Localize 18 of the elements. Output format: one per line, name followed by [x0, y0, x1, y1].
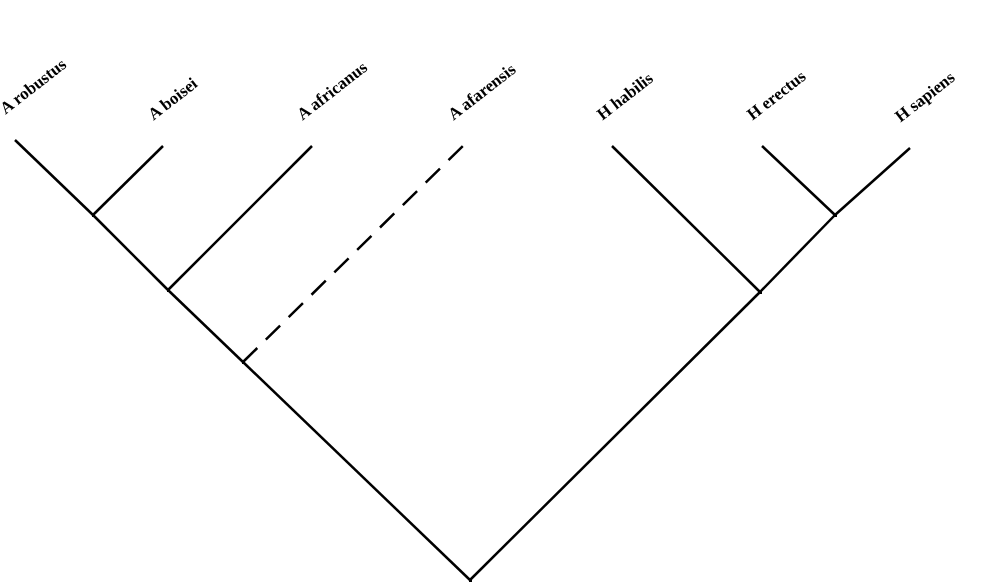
branch-line	[242, 361, 471, 581]
branch-line	[834, 147, 911, 216]
branch-line	[92, 214, 169, 291]
branch-line	[611, 145, 761, 293]
branch-node	[833, 213, 837, 217]
branch-line	[92, 145, 164, 216]
branch-node	[166, 288, 170, 292]
branch-node	[91, 213, 95, 217]
branch-line	[167, 289, 244, 363]
branch-line	[14, 139, 94, 216]
branch-line	[469, 291, 761, 581]
branch-node	[468, 578, 472, 582]
branch-line	[759, 214, 836, 293]
branch-line	[761, 145, 836, 216]
branch-node	[758, 290, 762, 294]
branch-node	[241, 360, 245, 364]
branch-line	[167, 145, 313, 291]
dashed-branch-line	[242, 145, 464, 363]
